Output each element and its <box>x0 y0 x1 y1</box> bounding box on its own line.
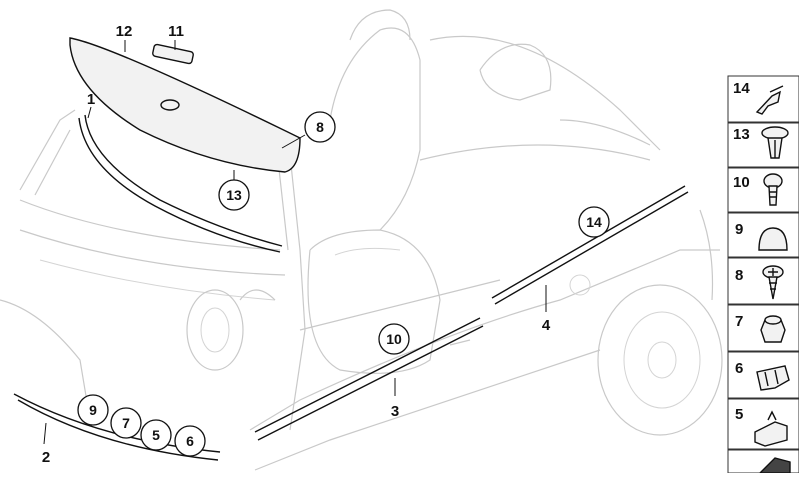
sidebar-label-7: 7 <box>735 313 743 330</box>
bubble-9: 9 <box>77 394 109 426</box>
callout-12: 12 <box>116 23 133 40</box>
sidebar-label-6: 6 <box>735 360 743 377</box>
bubble-8: 8 <box>304 111 336 143</box>
dome-cap-icon <box>758 227 788 251</box>
leader-lines <box>43 40 547 445</box>
trim-clip-icon <box>755 85 784 115</box>
sidebar-label-10: 10 <box>733 174 750 191</box>
bracket-clip-icon <box>754 410 788 447</box>
svg-text:9: 9 <box>89 402 97 418</box>
windscreen-seal-part <box>84 114 283 247</box>
svg-text:7: 7 <box>122 415 130 431</box>
bubble-7: 7 <box>110 407 142 439</box>
screw-icon <box>762 265 784 300</box>
sill-strip-part <box>254 317 481 433</box>
bubble-5: 5 <box>140 419 172 451</box>
callout-4: 4 <box>542 317 551 334</box>
callout-2: 2 <box>42 449 50 466</box>
bubble-10: 10 <box>378 323 410 355</box>
cover-panel-grommet <box>160 99 180 111</box>
svg-text:13: 13 <box>226 187 242 203</box>
svg-text:6: 6 <box>186 433 194 449</box>
bubble-6: 6 <box>174 425 206 457</box>
svg-text:8: 8 <box>316 119 324 135</box>
nut-icon <box>760 315 786 343</box>
svg-text:10: 10 <box>386 331 402 347</box>
bubble-14: 14 <box>578 206 610 238</box>
callout-3: 3 <box>391 403 399 420</box>
clip-icon <box>756 365 790 391</box>
callout-11: 11 <box>168 23 184 40</box>
car-outline <box>0 9 723 471</box>
sidebar-label-5: 5 <box>735 406 743 423</box>
rear-sill-strip-part <box>491 185 686 299</box>
sidebar-label-14: 14 <box>733 80 750 97</box>
svg-text:5: 5 <box>152 427 160 443</box>
fastener-sidebar: 14 13 10 9 8 7 <box>727 75 799 474</box>
sidebar-label-13: 13 <box>733 126 750 143</box>
sidebar-label-9: 9 <box>735 221 743 238</box>
sidebar-label-8: 8 <box>735 267 743 284</box>
push-rivet-icon <box>763 173 783 206</box>
svg-text:14: 14 <box>586 214 602 230</box>
bubble-13: 13 <box>218 179 250 211</box>
pad-part <box>152 43 194 65</box>
cover-panel-part <box>69 37 301 173</box>
callout-1: 1 <box>87 91 95 108</box>
expanding-rivet-icon <box>761 126 789 159</box>
